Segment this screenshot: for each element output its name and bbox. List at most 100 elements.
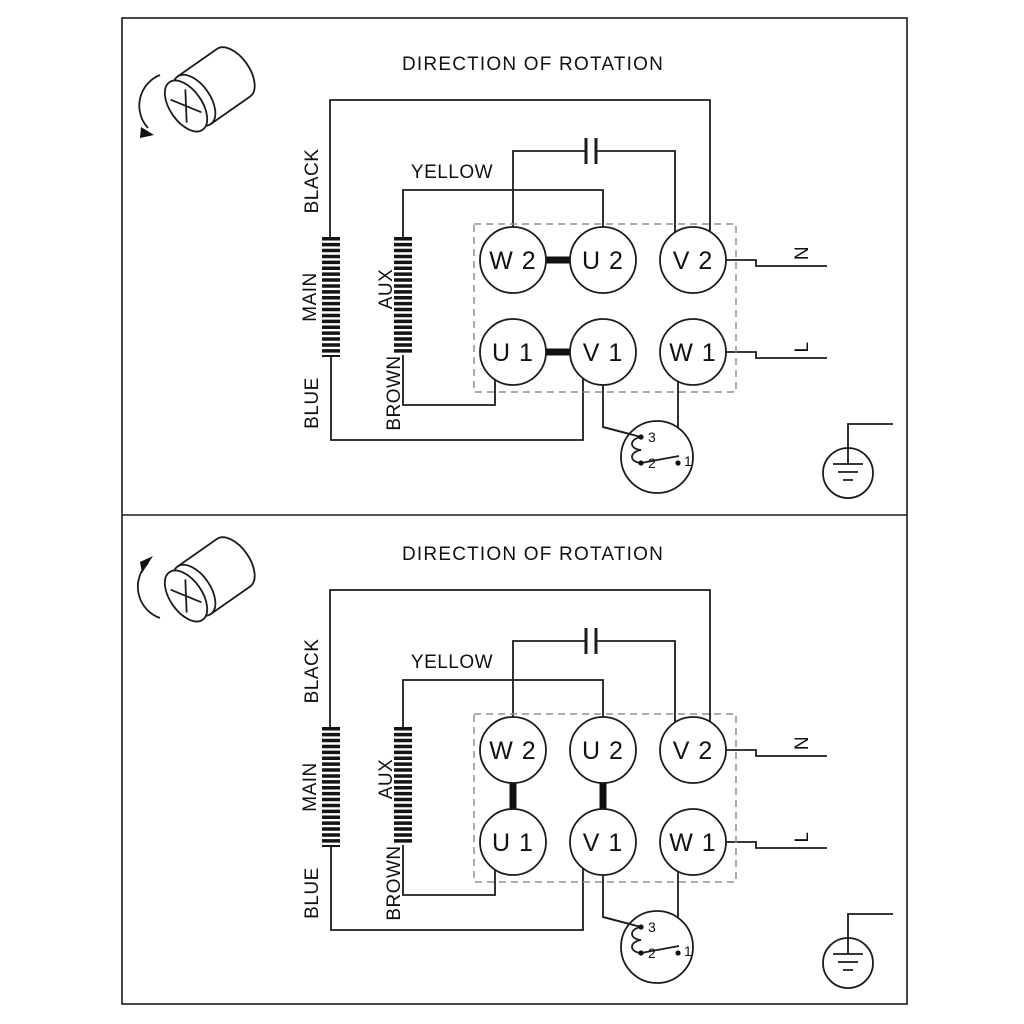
terminal-w1 [659,318,727,386]
label-main: MAIN [300,762,321,812]
capacitor-lead-right [596,640,676,722]
ground-lead [847,423,893,464]
protector-lead-inner [602,426,642,438]
terminal-label: V 1 [583,339,624,367]
protector-contact-dot-3 [638,924,644,930]
panel-counterclockwise: DIRECTION OF ROTATION [136,536,893,989]
protector-contact-dot-2 [638,460,644,466]
capacitor-icon [584,628,598,654]
panel-clockwise: DIRECTION OF ROTATION [138,46,893,499]
terminal-u2 [569,226,637,294]
rotation-arrow-arc [138,74,161,129]
thermal-protector-icon: 3 2 1 [602,420,694,494]
label-yellow: YELLOW [411,652,493,673]
wire-brown [402,845,496,896]
terminal-label: V 2 [673,247,714,275]
label-neutral: N [792,736,813,750]
capacitor-lead-left [512,150,586,227]
rotation-arrow-head [140,127,154,138]
ground-lead [847,913,893,954]
wire-line [726,351,827,359]
motor-body [177,46,256,125]
diagram-border [121,17,908,1005]
terminal-u1 [479,808,547,876]
terminal-w2 [479,716,547,784]
motor-rotation-icon-ccw [136,536,256,623]
protector-contact-dot-2 [638,950,644,956]
label-main: MAIN [300,272,321,322]
label-black: BLACK [302,639,323,704]
wire-neutral [726,259,827,267]
ground-bars [833,953,863,971]
terminal-w2 [479,226,547,294]
label-black: BLACK [302,149,323,214]
label-line: L [792,831,813,842]
protector-contact-dot-3 [638,434,644,440]
protector-contact-dot-1 [675,460,681,466]
wire-yellow [402,679,604,727]
label-line: L [792,341,813,352]
thermal-protector-icon: 3 2 1 [602,910,694,984]
terminal-label: U 1 [492,339,534,367]
wire-line [726,841,827,849]
terminal-v1 [569,318,637,386]
thermal-protector-outline [620,910,694,984]
protector-contact-label: 3 [648,429,656,445]
terminal-label: W 2 [489,247,536,275]
protector-lead-inner [602,916,642,928]
label-aux: AUX [376,269,397,310]
label-brown: BROWN [384,355,405,430]
panel-title: DIRECTION OF ROTATION [402,544,664,565]
ground-icon [822,423,893,499]
protector-contact-label: 1 [684,453,692,469]
ground-bars [833,463,863,481]
wire-black [329,589,711,727]
protector-contact-label: 2 [648,455,656,471]
label-blue: BLUE [302,377,323,429]
motor-shaft-x-icon [170,89,202,123]
label-brown: BROWN [384,845,405,920]
capacitor-icon [584,138,598,164]
panel-title: DIRECTION OF ROTATION [402,54,664,75]
wire-neutral [726,749,827,757]
protector-coil-icon [631,436,642,464]
wire-black [329,99,711,237]
thermal-protector-outline [620,420,694,494]
capacitor-lead-right [596,150,676,232]
protector-contact-label: 2 [648,945,656,961]
label-aux: AUX [376,759,397,800]
wire-yellow [402,189,604,237]
label-blue: BLUE [302,867,323,919]
wire-blue [330,357,584,441]
label-neutral: N [792,246,813,260]
terminal-u1 [479,318,547,386]
wire-blue [330,847,584,931]
terminal-label: V 2 [673,737,714,765]
terminal-label: W 1 [669,829,716,857]
protector-contact-blade [640,455,680,464]
motor-body [177,536,256,615]
protector-contact-blade [640,945,680,954]
protector-coil-icon [631,926,642,954]
motor-rotation-icon-cw [138,46,256,138]
terminal-label: W 1 [669,339,716,367]
terminal-v2 [659,716,727,784]
terminal-label: U 1 [492,829,534,857]
protector-contact-label: 1 [684,943,692,959]
rotation-arrow-arc [136,562,161,619]
ground-icon [822,913,893,989]
terminal-label: V 1 [583,829,624,857]
protector-contact-dot-1 [675,950,681,956]
terminal-v1 [569,808,637,876]
terminal-u2 [569,716,637,784]
terminal-w1 [659,808,727,876]
protector-contact-label: 3 [648,919,656,935]
rotation-arrow-head [140,556,153,573]
wire-brown [402,355,496,406]
label-yellow: YELLOW [411,162,493,183]
motor-shaft-x-icon [170,579,202,613]
terminal-label: W 2 [489,737,536,765]
terminal-label: U 2 [582,247,624,275]
